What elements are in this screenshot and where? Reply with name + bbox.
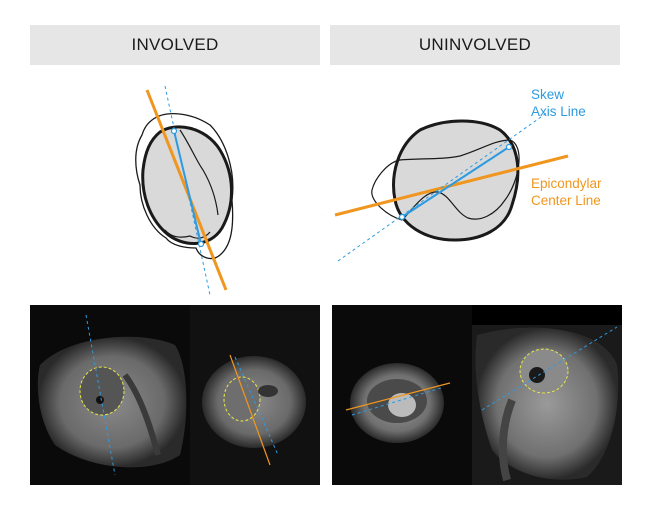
involved-skew-point-top [170, 127, 178, 135]
skew-label-line2: Axis Line [531, 104, 586, 119]
uninvolved-skew-line [401, 146, 510, 218]
involved-skew-point-bottom [197, 240, 205, 248]
involved-inner-contour [179, 129, 219, 216]
uninvolved-header-text: UNINVOLVED [418, 35, 532, 54]
schematic-diagrams [135, 85, 569, 296]
involved-skew-line [173, 130, 202, 245]
uninvolved-skew-point-right [505, 143, 513, 151]
involved-schematic [135, 85, 234, 296]
uninvolved-header: UNINVOLVED [330, 25, 620, 65]
epi-label-line1: Epicondylar [531, 176, 602, 191]
uninvolved-mri-image [332, 305, 622, 485]
involved-outer-contour [135, 113, 234, 260]
epi-label-line2: Center Line [531, 193, 601, 208]
involved-header-text: INVOLVED [131, 35, 219, 54]
uninvolved-outer-contour [371, 139, 520, 221]
epicondylar-label: Epicondylar Center Line [531, 175, 602, 209]
involved-mri-panel [30, 305, 320, 485]
uninvolved-skew-point-left [398, 213, 406, 221]
involved-epicondylar-line [145, 89, 228, 291]
skew-label-line1: Skew [531, 87, 565, 102]
involved-header: INVOLVED [30, 25, 320, 65]
involved-mri-image [30, 305, 320, 485]
uninvolved-schematic [334, 111, 569, 262]
skew-axis-label: Skew Axis Line [531, 86, 586, 120]
uninvolved-skew-dashed [337, 111, 549, 262]
uninvolved-bone [392, 119, 520, 242]
uninvolved-mri-panel [332, 305, 622, 485]
